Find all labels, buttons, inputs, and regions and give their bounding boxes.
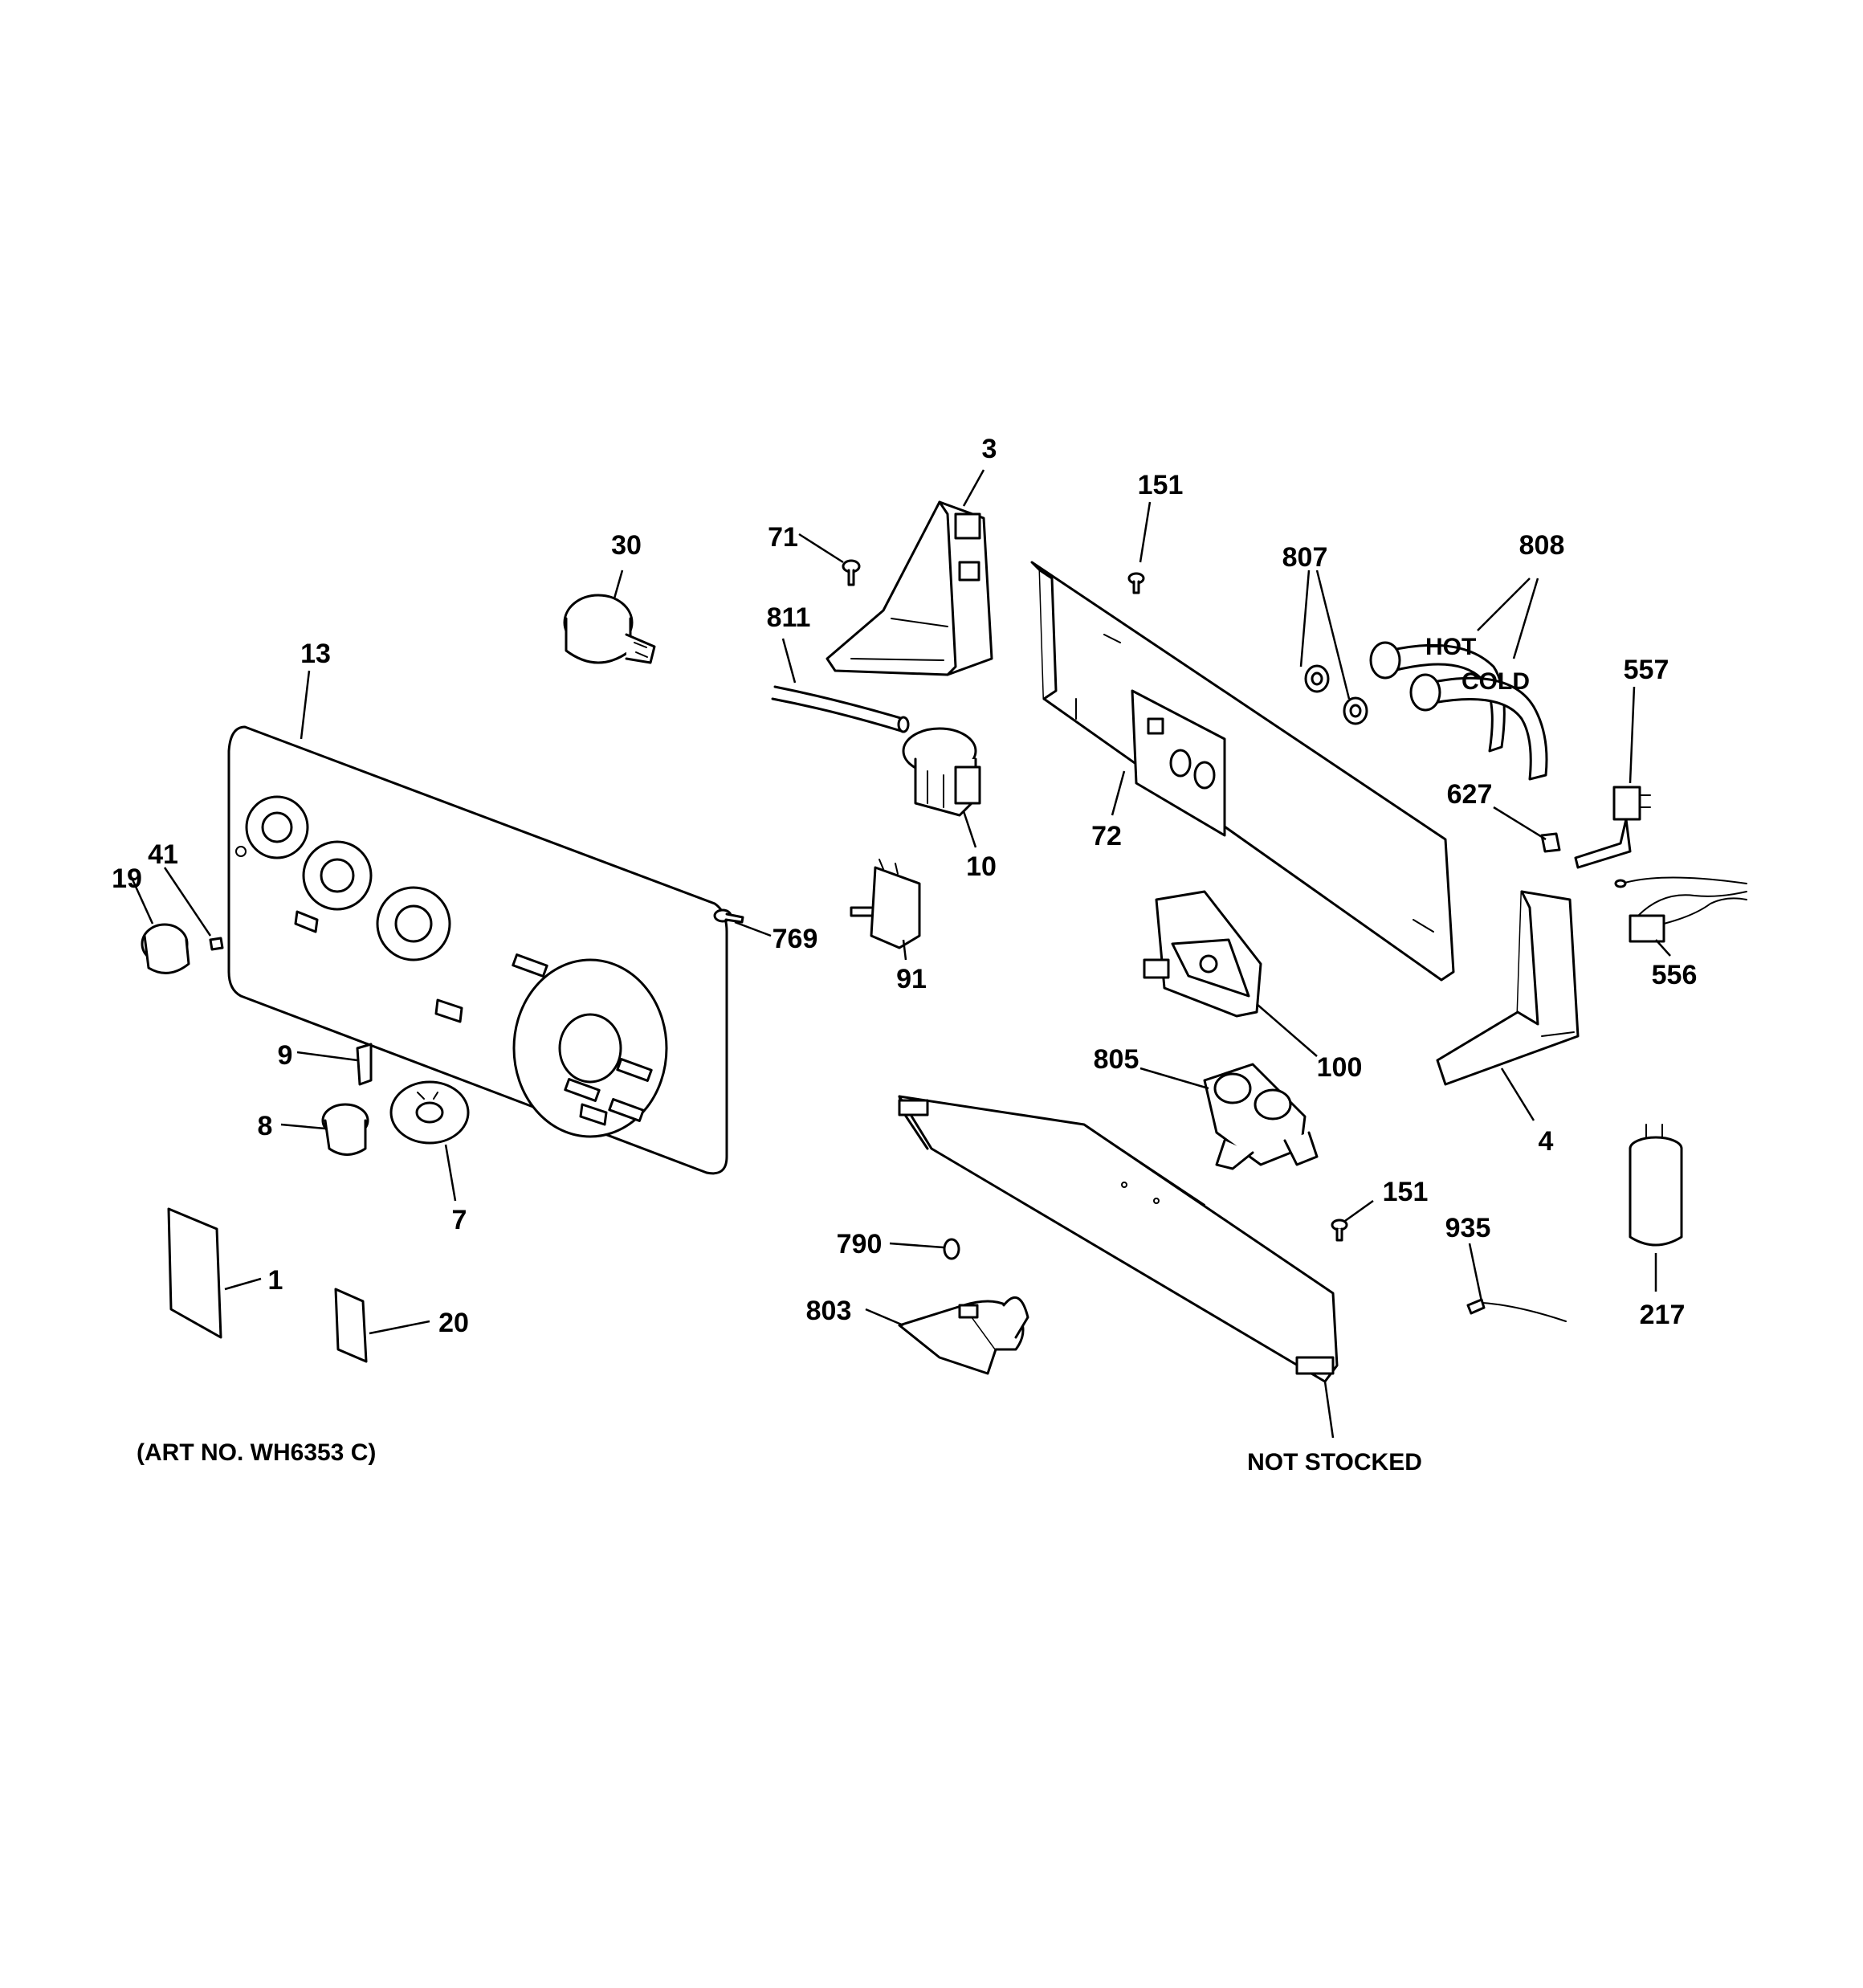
callout-10: 10 bbox=[966, 851, 997, 882]
bracket-part-3 bbox=[826, 500, 993, 676]
callout-13: 13 bbox=[300, 639, 331, 669]
callout-7: 7 bbox=[452, 1205, 467, 1235]
wire-part-935 bbox=[1466, 1298, 1567, 1322]
part-627 bbox=[1540, 832, 1561, 853]
hot-hose-label: HOT bbox=[1425, 634, 1476, 660]
not-stocked-note: NOT STOCKED bbox=[1247, 1449, 1422, 1476]
callout-8: 8 bbox=[258, 1111, 273, 1141]
callout-4: 4 bbox=[1539, 1126, 1554, 1157]
callout-100: 100 bbox=[1317, 1052, 1363, 1083]
callout-803: 803 bbox=[806, 1296, 852, 1326]
water-valve-part-805 bbox=[1203, 1063, 1319, 1170]
callout-808: 808 bbox=[1519, 530, 1565, 561]
callout-556: 556 bbox=[1652, 960, 1698, 990]
callout-30: 30 bbox=[611, 530, 642, 561]
callout-labels: 3 151 30 71 807 808 811 13 557 627 72 10… bbox=[112, 434, 1697, 1338]
side-bracket-part-4 bbox=[1436, 890, 1580, 1086]
switch-part-91 bbox=[850, 859, 921, 949]
callout-769: 769 bbox=[773, 924, 818, 954]
callout-72: 72 bbox=[1091, 821, 1122, 851]
clamp-part-790 bbox=[943, 1238, 960, 1260]
part-556 bbox=[1614, 876, 1747, 943]
part-30 bbox=[563, 594, 656, 664]
callout-1: 1 bbox=[268, 1265, 283, 1296]
art-number: (ART NO. WH6353 C) bbox=[137, 1439, 376, 1466]
knob-part-8 bbox=[321, 1103, 369, 1156]
control-panel-part-13 bbox=[227, 725, 728, 1175]
screw-part-769 bbox=[713, 908, 744, 924]
callout-20: 20 bbox=[438, 1308, 469, 1338]
dial-part-7 bbox=[389, 1080, 470, 1145]
fill-hoses-part-808: HOT COLD bbox=[1369, 634, 1548, 781]
callout-19: 19 bbox=[112, 863, 142, 894]
callout-9: 9 bbox=[278, 1040, 293, 1071]
rear-panel-part-72 bbox=[1030, 561, 1455, 982]
document-part-20 bbox=[334, 1288, 368, 1363]
pressure-switch-part-10 bbox=[902, 727, 981, 817]
screw-part-71 bbox=[842, 559, 861, 586]
callout-807: 807 bbox=[1282, 542, 1328, 573]
knob-part-19 bbox=[141, 923, 190, 974]
callout-790: 790 bbox=[837, 1229, 883, 1259]
document-part-1 bbox=[167, 1207, 222, 1339]
callout-557: 557 bbox=[1624, 655, 1669, 685]
part-41 bbox=[209, 937, 224, 951]
callout-627: 627 bbox=[1447, 779, 1493, 810]
callout-71: 71 bbox=[768, 522, 798, 553]
base-rail-not-stocked bbox=[898, 1095, 1339, 1383]
hose-part-811 bbox=[771, 685, 910, 733]
part-557 bbox=[1574, 786, 1651, 869]
callout-935: 935 bbox=[1445, 1213, 1491, 1243]
washer-part-807 bbox=[1304, 664, 1368, 725]
part-803 bbox=[898, 1296, 1029, 1375]
capacitor-part-217 bbox=[1629, 1124, 1683, 1247]
screw-part-151-bottom bbox=[1331, 1219, 1348, 1242]
screw-part-151-top bbox=[1127, 572, 1145, 594]
callout-805: 805 bbox=[1094, 1044, 1139, 1075]
callout-151-top: 151 bbox=[1138, 470, 1184, 500]
timer-part-100 bbox=[1143, 890, 1262, 1018]
callout-3: 3 bbox=[982, 434, 997, 464]
clip-part-9 bbox=[356, 1043, 373, 1086]
callout-41: 41 bbox=[148, 839, 178, 870]
callout-91: 91 bbox=[896, 964, 927, 994]
cold-hose-label: COLD bbox=[1461, 668, 1530, 695]
callout-217: 217 bbox=[1640, 1300, 1686, 1330]
callout-151-bottom: 151 bbox=[1383, 1177, 1429, 1207]
leader-lines bbox=[131, 469, 1671, 1439]
callout-811: 811 bbox=[767, 602, 811, 633]
